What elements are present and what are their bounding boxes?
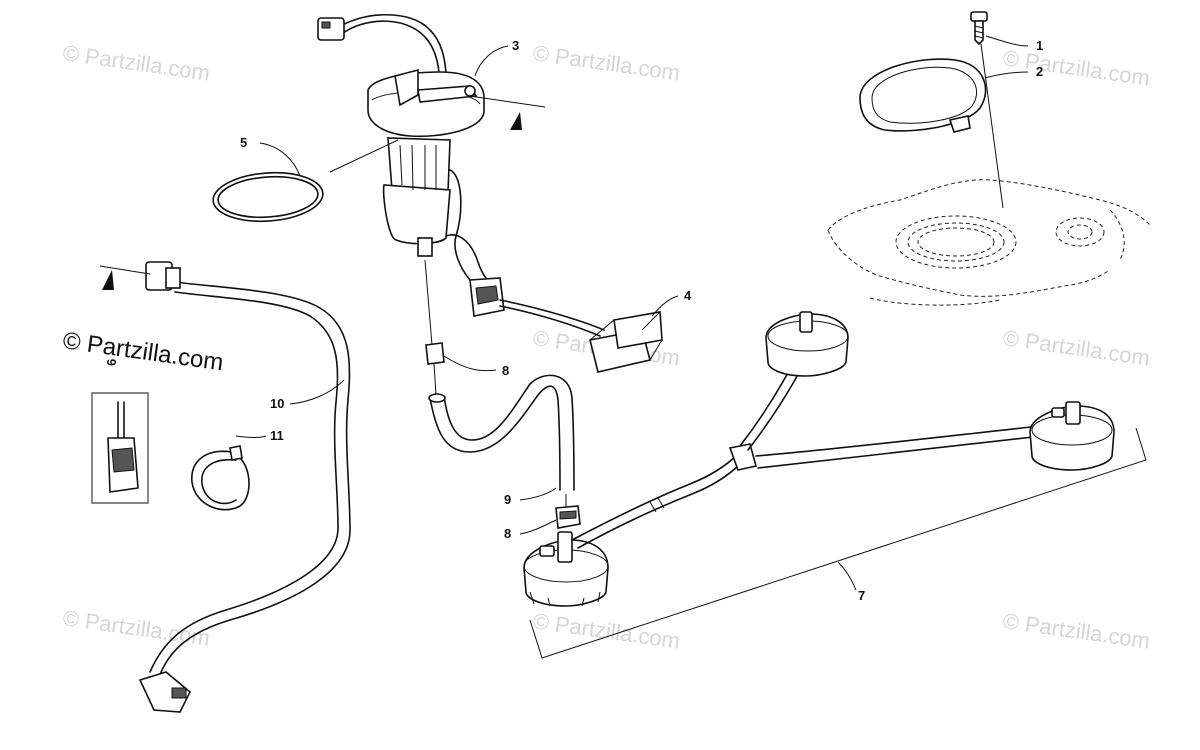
fuel-pickup-assembly <box>523 311 1147 659</box>
screw-icon <box>970 11 988 22</box>
callout-2: 2 <box>1036 64 1043 79</box>
fuel-level-sensor-kit <box>91 392 149 504</box>
direction-arrow-icon <box>510 112 522 130</box>
pump-outlet-icon <box>417 237 433 257</box>
callout-11: 11 <box>270 428 284 443</box>
watermark: © Partzilla.com <box>531 608 681 653</box>
watermark: © Partzilla.com <box>1001 608 1151 653</box>
callout-3: 3 <box>512 38 519 53</box>
o-ring-gasket-icon <box>212 171 324 223</box>
hose-clamp <box>191 445 250 511</box>
fuel-sender-float <box>589 311 663 373</box>
fuel-supply-hose <box>99 261 351 713</box>
callout-6: 6 <box>104 359 119 366</box>
sensor-kit-frame <box>91 392 149 504</box>
callout-8-top: 8 <box>502 363 509 378</box>
retainer-plate-icon <box>859 58 987 132</box>
callout-5: 5 <box>240 135 247 150</box>
fuel-pump-module <box>317 14 605 337</box>
watermark: © Partzilla.com <box>61 605 211 650</box>
callout-8-bottom: 8 <box>504 526 511 541</box>
clamp-tab-icon <box>229 445 243 461</box>
callout-4: 4 <box>684 288 692 303</box>
pickup-weight-icon <box>765 313 849 377</box>
callout-7: 7 <box>858 588 865 603</box>
grommet-icon <box>425 342 445 365</box>
leader-lines <box>235 35 1029 591</box>
y-fitting-icon <box>728 443 757 471</box>
bent-fuel-hose <box>428 363 575 508</box>
watermark: © Partzilla.com <box>1001 45 1151 90</box>
copyright-label: © Partzilla.com <box>61 327 225 376</box>
pump-connector-icon <box>317 17 345 41</box>
direction-arrow-icon <box>102 270 114 290</box>
callout-1: 1 <box>1036 38 1043 53</box>
hose-clamp-bottom <box>555 505 581 529</box>
watermark: © Partzilla.com <box>531 40 681 85</box>
hose-connector-bottom-icon <box>138 671 191 713</box>
grommet-top <box>424 259 445 365</box>
callout-labels: 1 2 3 4 5 6 7 8 8 9 10 11 <box>104 38 1043 603</box>
watermark: © Partzilla.com <box>1001 325 1151 370</box>
tank-flange-assembly <box>827 11 1151 306</box>
callout-10: 10 <box>270 396 284 411</box>
callout-9: 9 <box>504 492 511 507</box>
watermark: © Partzilla.com <box>61 40 211 85</box>
